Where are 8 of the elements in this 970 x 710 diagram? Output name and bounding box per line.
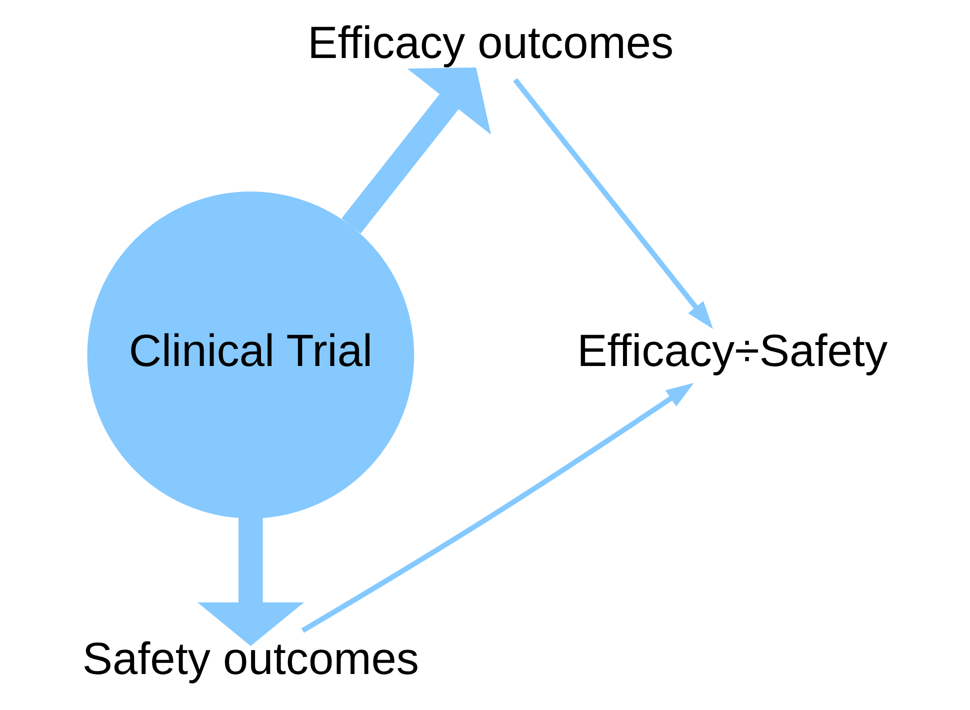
- node-text: Efficacy outcomes: [308, 17, 674, 68]
- node-text: Safety outcomes: [82, 632, 420, 684]
- node-text: Efficacy÷Safety: [577, 324, 888, 376]
- arrow: [301, 382, 694, 633]
- arrow: [197, 518, 304, 646]
- arrow: [341, 67, 491, 234]
- node-circle: Clinical Trial: [87, 192, 414, 518]
- arrow: [513, 78, 714, 329]
